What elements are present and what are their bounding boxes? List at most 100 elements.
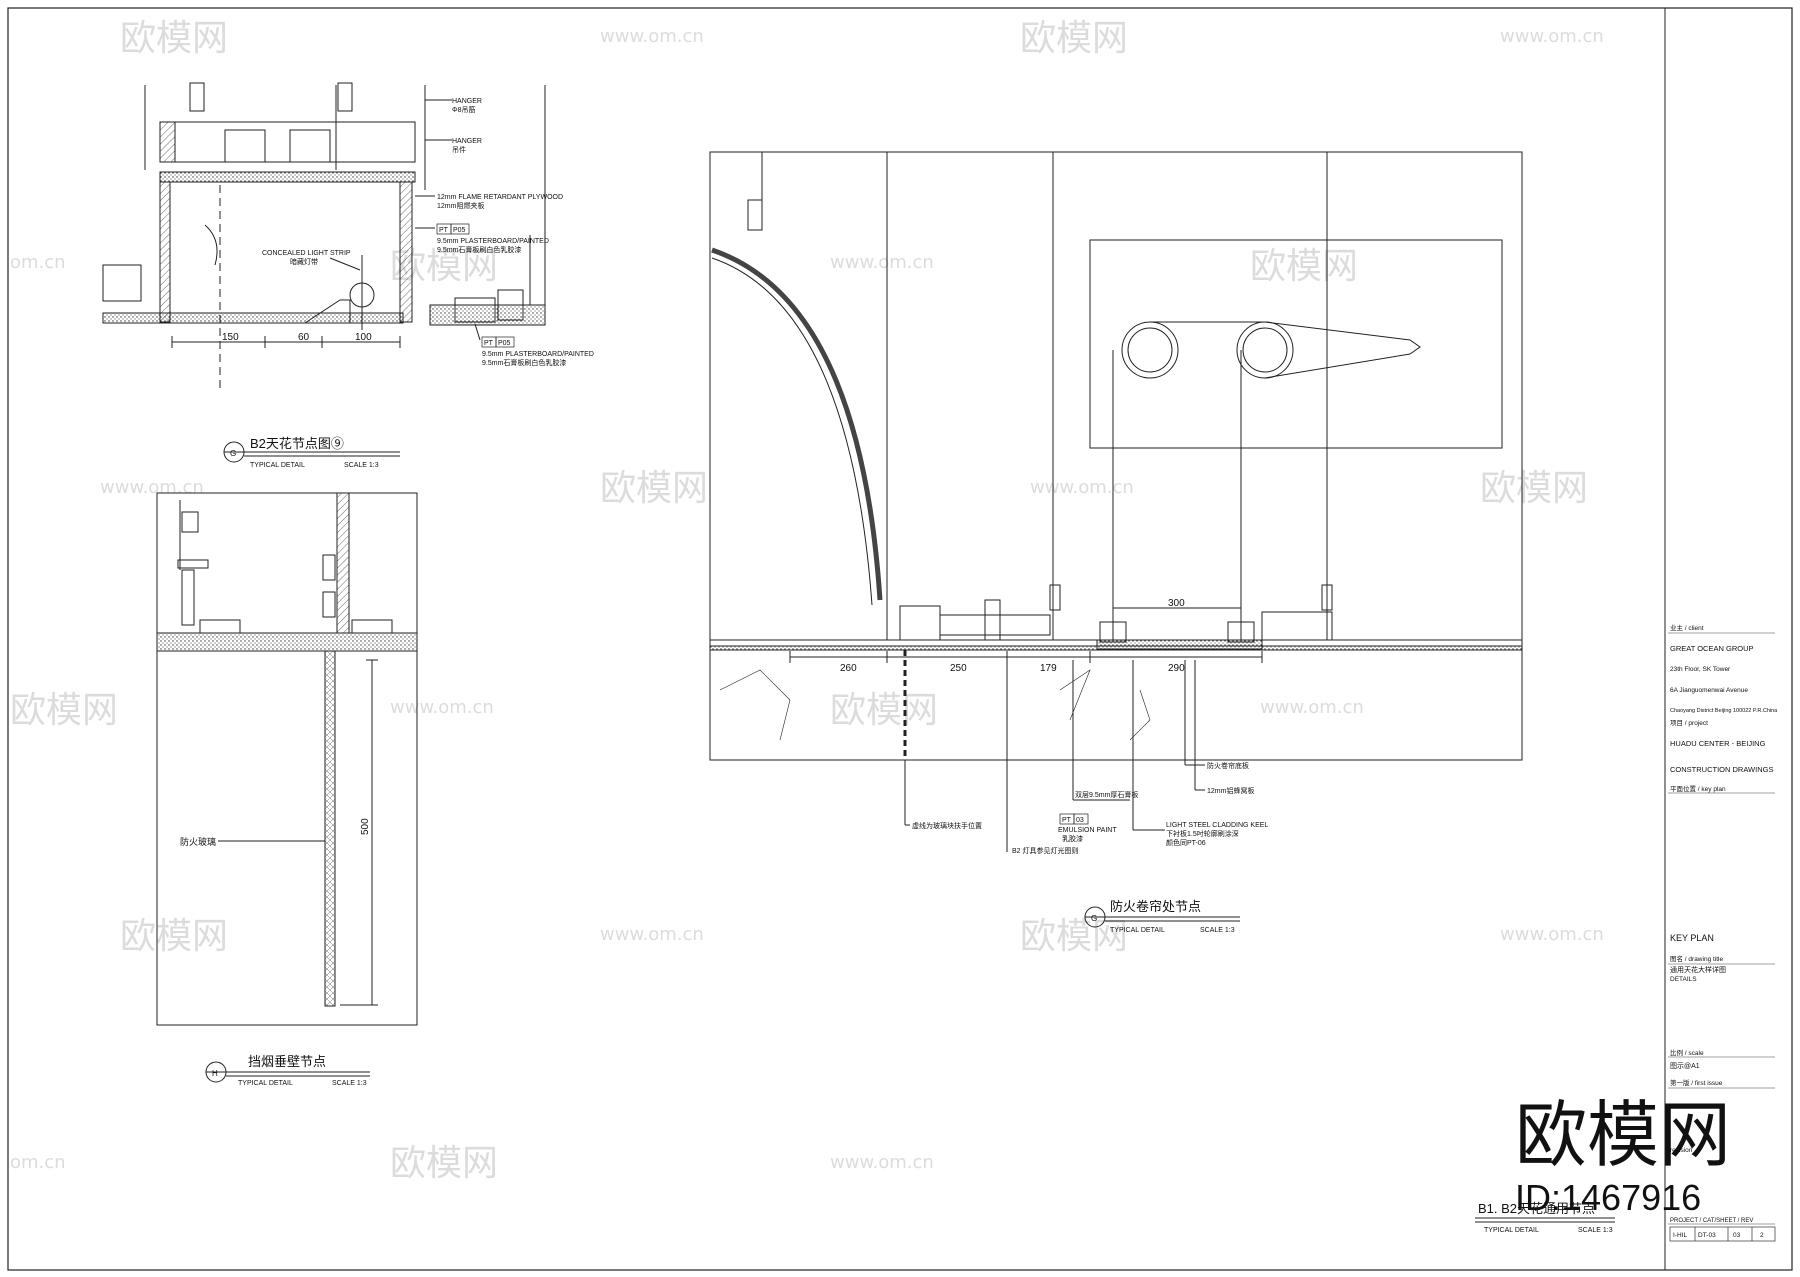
shutter-box [1089, 239, 1503, 449]
label-plywood-en: 12mm FLAME RETARDANT PLYWOOD [437, 194, 563, 201]
label-pt-code-2: PT [484, 340, 494, 347]
watermark-url: www.om.cn [1500, 26, 1604, 47]
label-honeycomb: 12mm铝蜂窝板 [1207, 786, 1254, 795]
tb-proj-cat-sheet-rev: PROJECT / CAT/SHEET / REV [1670, 1218, 1753, 1224]
label-light-cn: 暗藏灯带 [290, 257, 318, 266]
watermark-row-3: www.om.cn 欧模网 www.om.cn 欧模网 [100, 468, 1588, 509]
scale-fire-shutter: SCALE 1:3 [1200, 927, 1235, 934]
dim-260: 260 [840, 663, 857, 674]
label-keel-cn2: 颜色同PT-06 [1166, 838, 1206, 847]
label-plaster-en: 9.5mm PLASTERBOARD/PAINTED [437, 238, 549, 245]
label-lamp-ref: B2 灯具参见灯光图则 [1012, 846, 1079, 855]
watermark-row-1: 欧模网 www.om.cn 欧模网 www.om.cn [120, 18, 1604, 59]
watermark-url: www.om.cn [1260, 697, 1364, 718]
tb-project-label: 项目 / project [1670, 719, 1708, 727]
watermark-logo: 欧模网 [390, 1143, 498, 1184]
fire-shutter-frame [709, 151, 1523, 761]
detail-b1b2 [1475, 1217, 1615, 1223]
dim-290: 290 [1168, 663, 1185, 674]
watermark-url: www.om.cn [1030, 477, 1134, 498]
watermark-url: www.om.cn [600, 26, 704, 47]
watermark-logo: 欧模网 [830, 690, 938, 731]
watermark-logo: 欧模网 [1480, 468, 1588, 509]
detail-b2-ceiling [102, 82, 546, 463]
tb-drawing-set: CONSTRUCTION DRAWINGS [1670, 765, 1773, 774]
dim-100: 100 [355, 332, 372, 343]
tb-scale-value: 图示@A1 [1670, 1062, 1700, 1070]
watermark-row-4: 欧模网 www.om.cn 欧模网 www.om.cn [10, 690, 1364, 731]
tb-client-name: GREAT OCEAN GROUP [1670, 644, 1754, 653]
dim-179: 179 [1040, 663, 1057, 674]
sub-smoke-wall: TYPICAL DETAIL [238, 1080, 293, 1087]
watermark-logo: 欧模网 [1020, 916, 1128, 957]
title-b1b2: B1. B2天花通用节点 [1478, 1201, 1595, 1216]
label-plywood-cn: 12mm阻燃夹板 [437, 201, 484, 210]
watermark-url: om.cn [10, 252, 66, 273]
label-hanger-cn: 吊件 [452, 145, 466, 154]
watermark-url: om.cn [10, 1152, 66, 1173]
detail-b1b2-text: B1. B2天花通用节点 TYPICAL DETAIL SCALE 1:3 [1478, 1201, 1613, 1234]
watermark-row-2: om.cn 欧模网 www.om.cn 欧模网 [10, 246, 1358, 287]
tb-sheet: 03 [1733, 1232, 1741, 1239]
watermark-url: www.om.cn [830, 252, 934, 273]
tb-project-name: HUADU CENTER - BEIJING [1670, 739, 1766, 748]
watermark-url: www.om.cn [390, 697, 494, 718]
watermark-url: www.om.cn [100, 477, 204, 498]
label-pt-03: 03 [1076, 817, 1084, 824]
scale-b1b2: SCALE 1:3 [1578, 1227, 1613, 1234]
sub-b1b2: TYPICAL DETAIL [1484, 1227, 1539, 1234]
watermark-logo: 欧模网 [1250, 246, 1358, 287]
title-smoke-wall: 挡烟垂壁节点 [248, 1054, 326, 1069]
tag-fire-shutter: G [1091, 914, 1097, 923]
tb-first-issue: 第一版 / first issue [1670, 1078, 1723, 1087]
hanger-clip [189, 82, 205, 112]
scale-b2-ceiling: SCALE 1:3 [344, 462, 379, 469]
sub-fire-shutter: TYPICAL DETAIL [1110, 927, 1165, 934]
detail-smoke-wall [156, 492, 418, 1083]
label-keel-en: LIGHT STEEL CLADDING KEEL [1166, 822, 1268, 829]
watermark-logo: 欧模网 [10, 690, 118, 731]
watermark-url: www.om.cn [830, 1152, 934, 1173]
tb-drawing-title-label: 图名 / drawing title [1670, 954, 1723, 963]
tb-key-plan-cn: 平面位置 / key plan [1670, 784, 1726, 793]
dim-150: 150 [222, 332, 239, 343]
watermark-large: 欧模网 ID:1467916 [1515, 1096, 1731, 1218]
watermarks: 欧模网 www.om.cn 欧模网 www.om.cn om.cn 欧模网 ww… [10, 18, 1604, 1184]
watermark-url: www.om.cn [600, 924, 704, 945]
label-plaster2-en: 9.5mm PLASTERBOARD/PAINTED [482, 351, 594, 358]
tag-smoke-wall: H [212, 1069, 218, 1078]
tb-revision-label: revision [1670, 1147, 1693, 1154]
dim-500: 500 [360, 818, 371, 835]
scale-smoke-wall: SCALE 1:3 [332, 1080, 367, 1087]
label-pt-code: PT [439, 227, 449, 234]
watermark-logo: 欧模网 [1020, 18, 1128, 59]
dim-60: 60 [298, 332, 310, 343]
tb-address-2: 6A Jianguomenwai Avenue [1670, 687, 1748, 694]
detail-smoke-wall-text: 防火玻璃 500 挡烟垂壁节点 H TYPICAL DETAIL SCALE 1… [180, 818, 371, 1087]
detail-fire-shutter-text: 260 250 179 290 300 防火卷帘底板 12mm铝蜂窝板 双层9.… [840, 598, 1268, 934]
label-light-en: CONCEALED LIGHT STRIP [262, 250, 351, 257]
label-p05-2: P05 [498, 340, 511, 347]
tb-address-3: Chaoyang District Beijing 100022 P.R.Chi… [1670, 708, 1778, 714]
label-shutter-board: 防火卷帘底板 [1207, 761, 1249, 770]
watermark-row-6: om.cn 欧模网 www.om.cn [10, 1143, 934, 1184]
sub-b2-ceiling: TYPICAL DETAIL [250, 462, 305, 469]
tb-drawing-title: 通用天花大样详图 [1670, 965, 1726, 974]
tb-client-label: 业主 / client [1670, 623, 1704, 632]
label-p05: P05 [453, 227, 466, 234]
detail-b2-ceiling-text: HANGER Φ8吊筋 HANGER 吊件 12mm FLAME RETARDA… [222, 98, 594, 469]
watermark-logo: 欧模网 [120, 916, 228, 957]
label-pt-code-3: PT [1062, 817, 1072, 824]
tb-rev: 2 [1760, 1232, 1764, 1239]
tb-cat: DT-03 [1698, 1232, 1716, 1239]
watermark-row-5: 欧模网 www.om.cn 欧模网 www.om.cn [120, 916, 1604, 957]
label-keel-cn1: 下衬板1.5吋轮廓刷涂深 [1166, 829, 1239, 838]
label-glass-edge: 虚线为玻璃块扶手位置 [912, 821, 982, 830]
label-plaster-cn: 9.5mm石膏板刷白色乳胶漆 [437, 245, 521, 254]
dim-250: 250 [950, 663, 967, 674]
hanger-clip [337, 82, 353, 112]
tb-drawing-title-en: DETAILS [1670, 976, 1697, 983]
smoke-wall-frame [156, 492, 418, 1026]
tb-address-1: 23th Floor, SK Tower [1670, 666, 1731, 673]
